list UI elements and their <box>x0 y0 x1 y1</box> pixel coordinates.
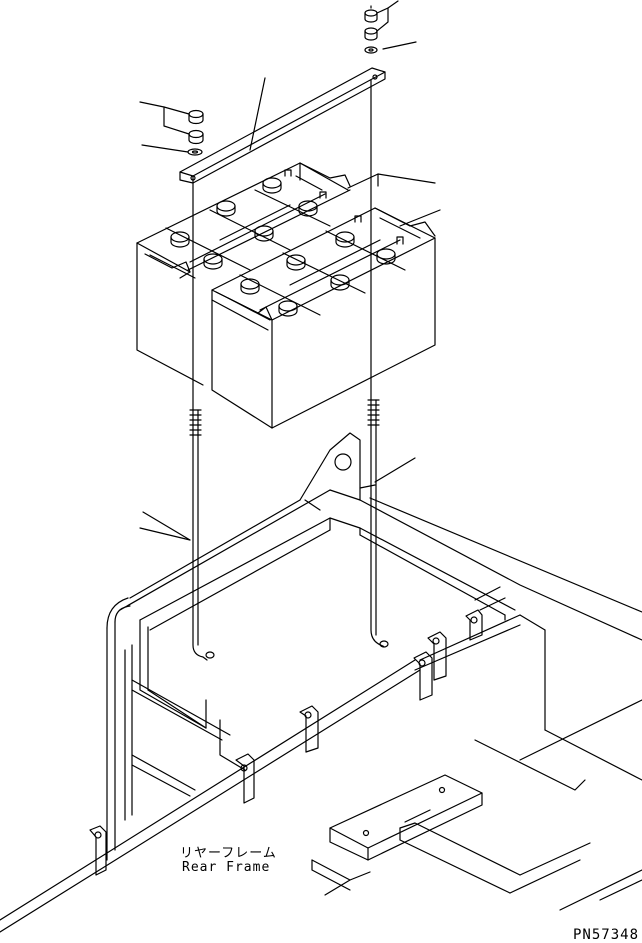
top-right-nut-stack <box>364 0 417 54</box>
left-nut-stack <box>139 101 204 156</box>
rear-frame-label-jp: リヤーフレーム <box>180 846 277 861</box>
clip-5 <box>427 631 447 681</box>
j-bolt-right <box>367 79 389 648</box>
battery-rear <box>136 162 351 386</box>
battery-hold-down-bar <box>179 67 386 184</box>
clip-1 <box>89 825 107 876</box>
clip-6 <box>465 609 483 641</box>
battery-front <box>211 173 441 429</box>
rear-frame-label-en: Rear Frame <box>182 860 271 875</box>
clip-4 <box>413 651 433 701</box>
clip-2 <box>235 753 255 804</box>
clip-3 <box>299 705 319 753</box>
part-number: PN57348 <box>573 927 640 943</box>
j-bolt-left <box>189 182 215 661</box>
leader-line <box>142 511 191 541</box>
